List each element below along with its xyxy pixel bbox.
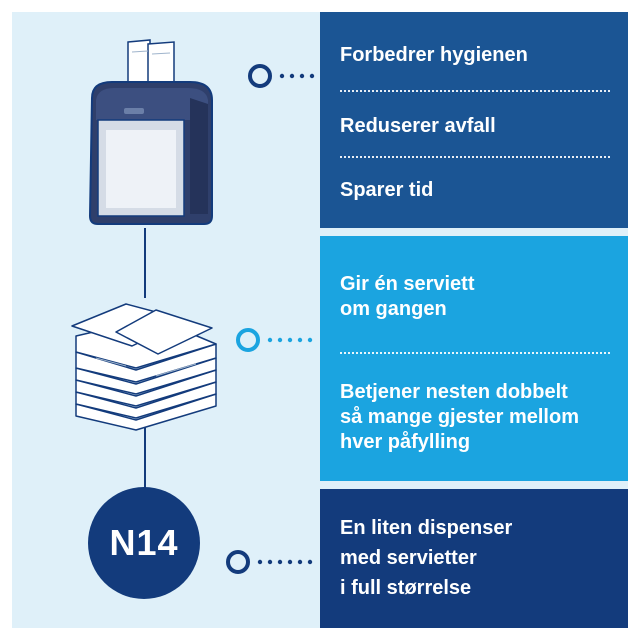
feature-text: Betjener nesten dobbelt så mange gjester…: [340, 381, 579, 453]
benefit-text: Reduserer avfall: [340, 115, 496, 137]
connector-circle-icon: [226, 550, 313, 574]
benefit-text: Sparer tid: [340, 179, 434, 201]
product-code-badge: N14: [88, 487, 200, 599]
benefits-panel: Forbedrer hygienen Reduserer avfall Spar…: [320, 12, 628, 228]
dotted-divider: [340, 90, 610, 92]
dotted-divider: [340, 156, 610, 158]
connector-circle-icon: [248, 64, 315, 88]
vertical-connector-line: [144, 228, 146, 490]
connector-circle-icon: [236, 328, 313, 352]
benefit-text: Forbedrer hygienen: [340, 44, 528, 66]
dotted-divider: [340, 352, 610, 354]
dispenser-description-panel: En liten dispenser med servietter i full…: [320, 489, 628, 628]
napkin-dispenser-icon: [88, 39, 213, 225]
description-text: En liten dispenser med servietter i full…: [340, 517, 513, 599]
product-code-label: N14: [109, 522, 179, 563]
napkin-features-panel: Gir én serviett om gangen Betjener neste…: [320, 236, 628, 481]
feature-text: Gir én serviett om gangen: [340, 273, 475, 320]
napkin-stack-icon: [71, 303, 217, 431]
